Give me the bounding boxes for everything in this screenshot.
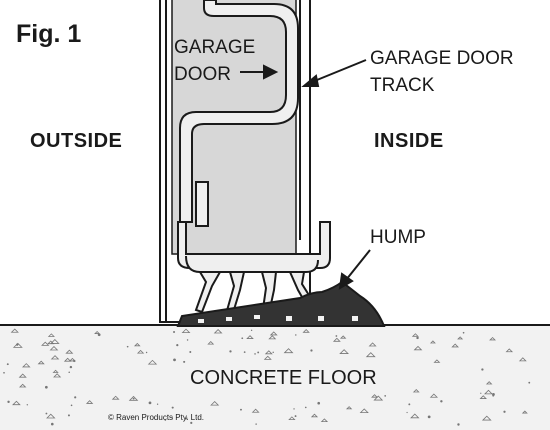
outside-label: OUTSIDE [30,130,122,152]
concrete-speckles [3,328,531,426]
concrete-floor-label: CONCRETE FLOOR [190,367,377,389]
garage-door-label-line2: DOOR [174,64,231,85]
inside-label: INSIDE [374,130,444,152]
hump-arrow [345,249,371,281]
copyright-text: © Raven Products Pty. Ltd. [108,413,204,422]
bottom-retainer [177,181,331,273]
track-arrow [311,59,367,83]
garage-door-track [179,0,299,223]
concrete-floor [0,325,550,430]
hump-label: HUMP [370,227,426,248]
figure-label: Fig. 1 [16,20,81,48]
callout-arrows [240,59,371,290]
seal-vents [198,315,358,323]
track-label: GARAGE DOOR [370,48,514,69]
seal-fingers [194,271,314,320]
track-label-line2: TRACK [370,75,435,96]
garage-door-label: GARAGE [174,37,255,58]
